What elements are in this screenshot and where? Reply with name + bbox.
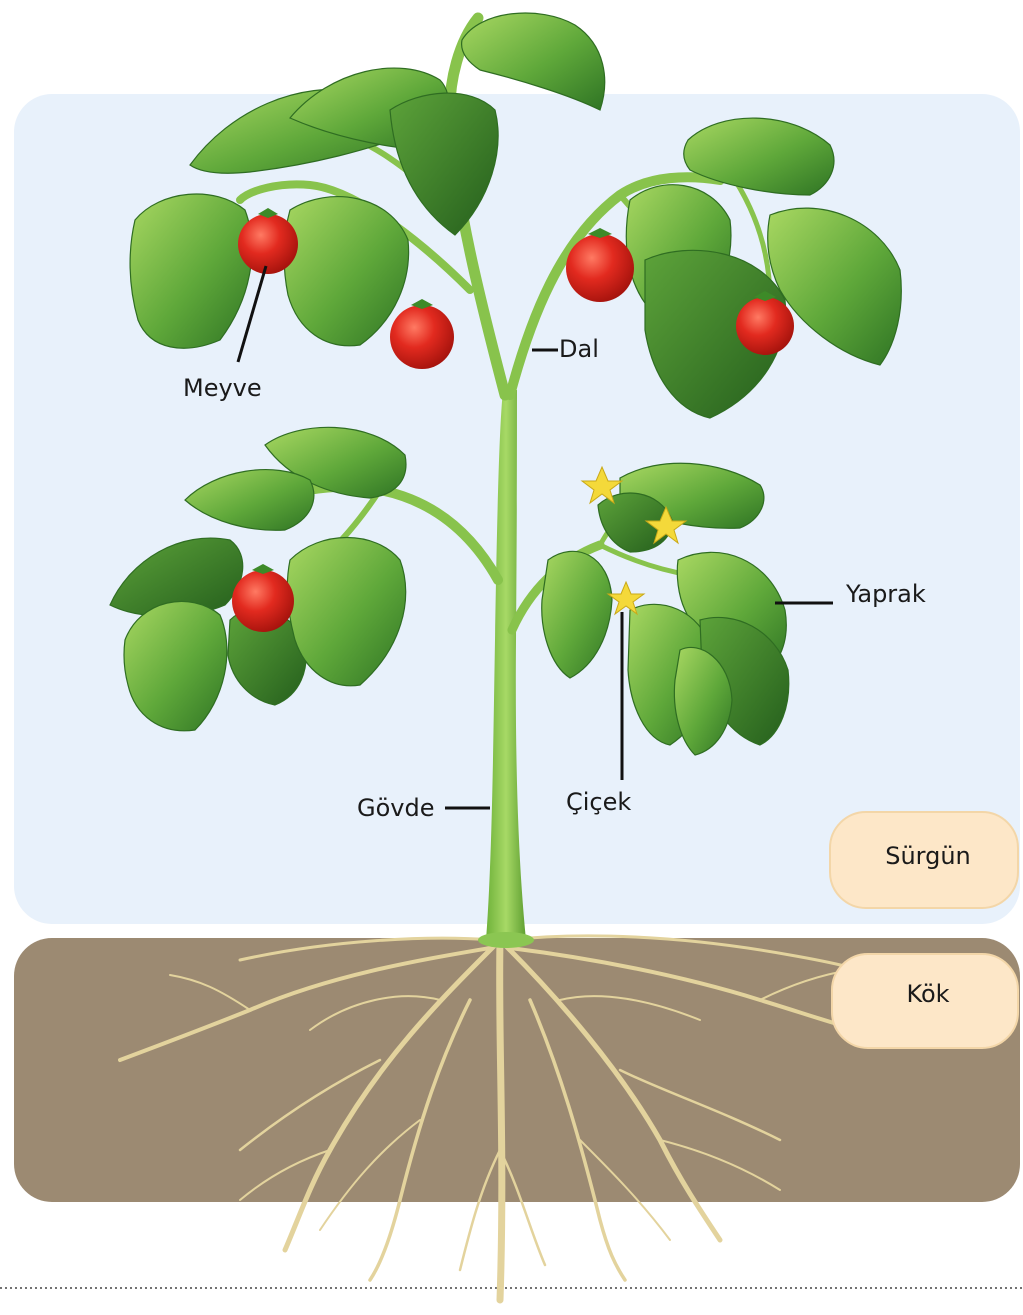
tomato-5 xyxy=(232,570,294,632)
tomato-4 xyxy=(736,297,794,355)
tomato-1 xyxy=(238,214,298,274)
tomato-2 xyxy=(390,305,454,369)
flower-label: Çiçek xyxy=(566,788,631,816)
root-tag-label: Kök xyxy=(906,980,949,1008)
tomato-3 xyxy=(566,234,634,302)
leaf-label: Yaprak xyxy=(845,580,926,608)
root-tag: Kök xyxy=(832,954,1018,1048)
shoot-tag-label: Sürgün xyxy=(885,842,971,870)
shoot-tag: Sürgün xyxy=(830,812,1018,908)
fruit-label: Meyve xyxy=(183,374,262,402)
stem-label: Gövde xyxy=(357,794,434,822)
stem-base xyxy=(478,932,534,948)
branch-label: Dal xyxy=(559,335,599,363)
